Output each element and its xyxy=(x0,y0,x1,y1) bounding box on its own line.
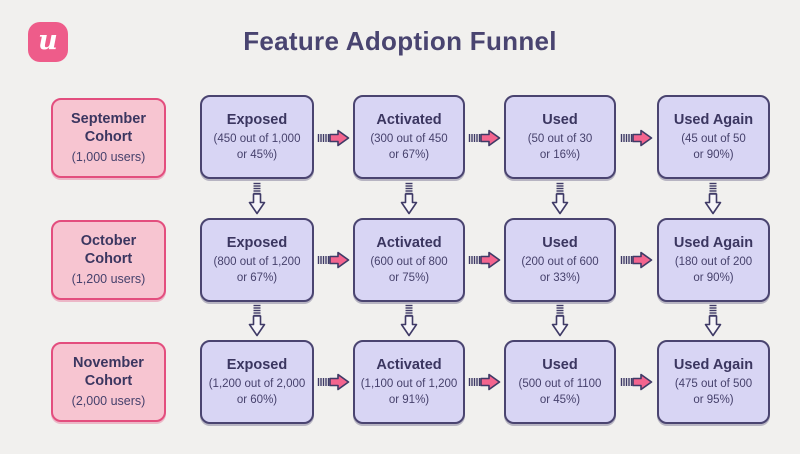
stage-box-exposed-september: Exposed (450 out of 1,000 or 45%) xyxy=(200,95,314,179)
arrow-right-icon xyxy=(317,250,351,270)
arrow-right-icon xyxy=(317,128,351,148)
stage-detail: (500 out of 1100 or 45%) xyxy=(518,378,602,406)
stage-box-activated-november: Activated (1,100 out of 1,200 or 91%) xyxy=(353,340,465,424)
stage-detail: (45 out of 50 or 90%) xyxy=(681,133,746,161)
stage-detail: (50 out of 30 or 16%) xyxy=(527,133,593,161)
stage-detail: (180 out of 200 or 90%) xyxy=(674,256,753,284)
arrow-down-icon xyxy=(399,182,419,216)
stage-title: Used xyxy=(542,111,578,128)
arrow-right-icon xyxy=(620,250,654,270)
arrow-down-icon xyxy=(247,304,267,338)
cohort-title: October Cohort xyxy=(80,232,137,268)
stage-detail: (1,100 out of 1,200 or 91%) xyxy=(360,378,458,406)
stage-box-used-again-november: Used Again (475 out of 500 or 95%) xyxy=(657,340,770,424)
stage-box-exposed-november: Exposed (1,200 out of 2,000 or 60%) xyxy=(200,340,314,424)
stage-detail: (600 out of 800 or 75%) xyxy=(370,256,448,284)
cohort-detail: (2,000 users) xyxy=(71,394,146,409)
stage-title: Exposed xyxy=(226,356,288,373)
stage-detail: (450 out of 1,000 or 45%) xyxy=(213,133,301,161)
stage-detail: (800 out of 1,200 or 67%) xyxy=(213,256,301,284)
stage-detail: (475 out of 500 or 95%) xyxy=(674,378,753,406)
cohort-title: September Cohort xyxy=(71,110,146,146)
cohort-box-october: October Cohort (1,200 users) xyxy=(51,220,166,300)
stage-title: Used xyxy=(542,234,578,251)
stage-box-used-again-october: Used Again (180 out of 200 or 90%) xyxy=(657,218,770,302)
stage-title: Used Again xyxy=(673,356,754,373)
stage-box-activated-october: Activated (600 out of 800 or 75%) xyxy=(353,218,465,302)
stage-detail: (200 out of 600 or 33%) xyxy=(521,256,599,284)
cohort-detail: (1,200 users) xyxy=(71,272,146,287)
arrow-right-icon xyxy=(468,372,502,392)
stage-title: Activated xyxy=(376,234,442,251)
stage-title: Used Again xyxy=(673,234,754,251)
arrow-right-icon xyxy=(620,128,654,148)
page-title: Feature Adoption Funnel xyxy=(243,26,557,56)
arrow-right-icon xyxy=(317,372,351,392)
arrow-down-icon xyxy=(703,304,723,338)
stage-box-used-october: Used (200 out of 600 or 33%) xyxy=(504,218,616,302)
arrow-down-icon xyxy=(550,304,570,338)
arrow-down-icon xyxy=(399,304,419,338)
arrow-down-icon xyxy=(550,182,570,216)
stage-title: Exposed xyxy=(226,111,288,128)
stage-box-activated-september: Activated (300 out of 450 or 67%) xyxy=(353,95,465,179)
arrow-right-icon xyxy=(468,128,502,148)
cohort-box-september: September Cohort (1,000 users) xyxy=(51,98,166,178)
stage-detail: (300 out of 450 or 67%) xyxy=(370,133,448,161)
stage-title: Used Again xyxy=(673,111,754,128)
stage-box-exposed-october: Exposed (800 out of 1,200 or 67%) xyxy=(200,218,314,302)
stage-box-used-september: Used (50 out of 30 or 16%) xyxy=(504,95,616,179)
userpilot-logo: u xyxy=(28,22,68,62)
stage-title: Exposed xyxy=(226,234,288,251)
arrow-right-icon xyxy=(468,250,502,270)
cohort-detail: (1,000 users) xyxy=(71,150,146,165)
stage-title: Used xyxy=(542,356,578,373)
cohort-box-november: November Cohort (2,000 users) xyxy=(51,342,166,422)
arrow-down-icon xyxy=(703,182,723,216)
stage-detail: (1,200 out of 2,000 or 60%) xyxy=(208,378,306,406)
stage-box-used-november: Used (500 out of 1100 or 45%) xyxy=(504,340,616,424)
stage-title: Activated xyxy=(376,111,442,128)
stage-title: Activated xyxy=(376,356,442,373)
arrow-right-icon xyxy=(620,372,654,392)
cohort-title: November Cohort xyxy=(73,354,144,390)
arrow-down-icon xyxy=(247,182,267,216)
logo-letter: u xyxy=(38,25,58,56)
stage-box-used-again-september: Used Again (45 out of 50 or 90%) xyxy=(657,95,770,179)
